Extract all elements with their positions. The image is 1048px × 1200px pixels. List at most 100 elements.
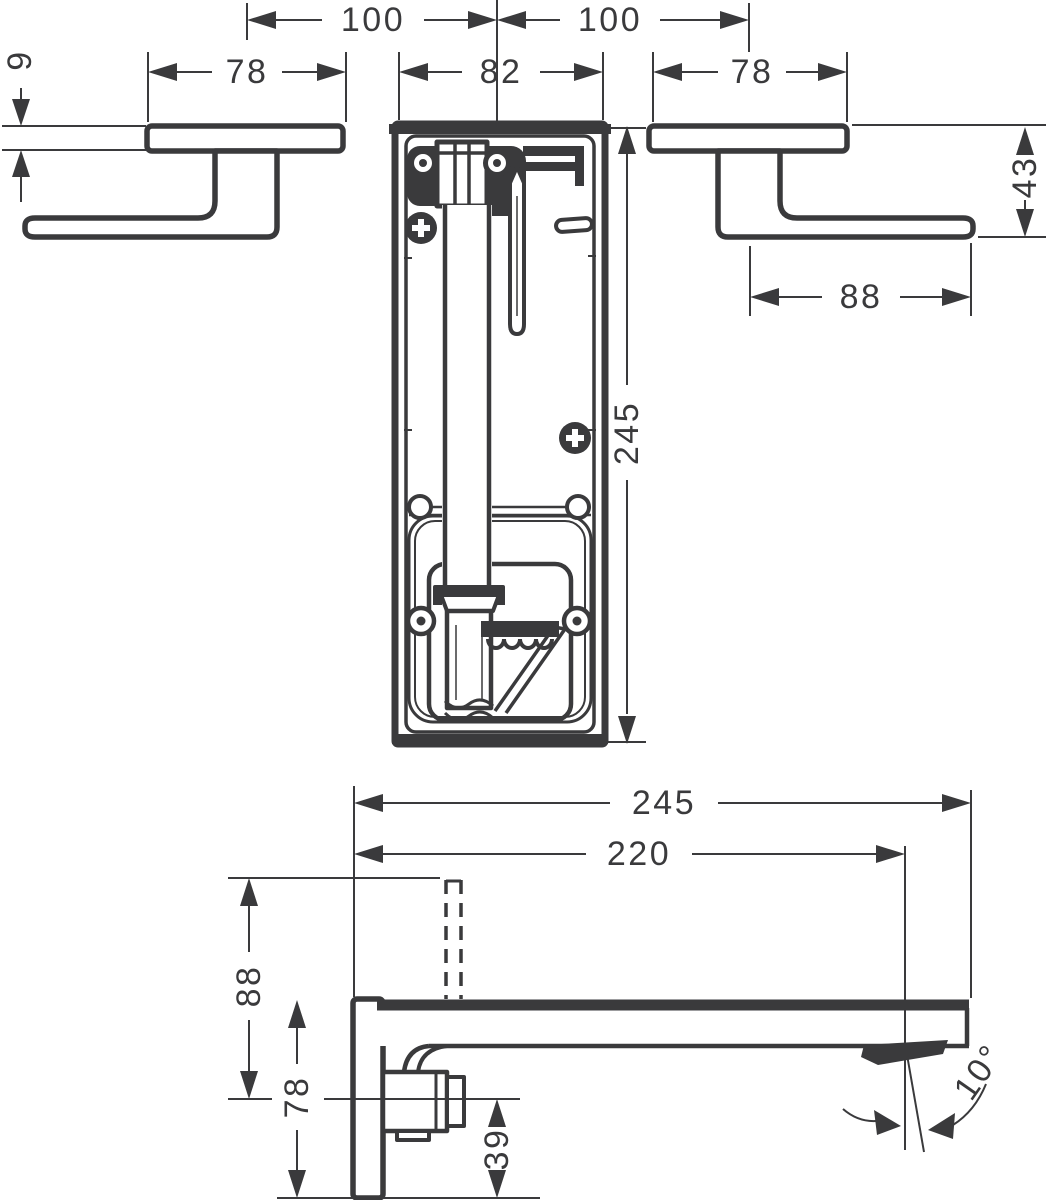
arrowhead — [876, 845, 905, 863]
bolt-center — [572, 616, 582, 626]
dim-label-outlet-offset: 39 — [478, 1128, 516, 1171]
dim-escutcheon-right-width: 78 — [653, 53, 847, 91]
dim-label-spout-projection: 220 — [607, 835, 671, 873]
dim-label-overall-projection: 245 — [632, 784, 696, 822]
drain-assembly — [433, 585, 567, 722]
arrowhead — [874, 1110, 901, 1135]
screw-hole-right — [493, 159, 501, 167]
guide-ring-left — [407, 494, 433, 520]
dim-overall-projection: 245 — [354, 784, 971, 822]
dim-upper-height: 88 — [230, 878, 268, 1099]
supply-channel — [442, 205, 492, 597]
left-escutcheon-and-handle — [22, 123, 346, 240]
arrowhead — [399, 63, 428, 81]
housing-connector — [445, 1075, 466, 1128]
arrowhead — [653, 63, 682, 81]
right-lever-handle — [715, 148, 976, 240]
arrowhead — [574, 63, 603, 81]
bolt-center — [416, 616, 426, 626]
arrowhead — [488, 1099, 506, 1127]
left-escutcheon-plate — [144, 123, 346, 154]
arrowhead — [240, 1071, 258, 1099]
screw-slot — [418, 219, 424, 237]
arrowhead — [497, 11, 526, 29]
body-inner-wall — [404, 134, 596, 734]
break-line — [443, 710, 495, 722]
bracket-bar — [523, 146, 583, 156]
dim-label-span-right: 100 — [578, 1, 642, 39]
side-view: 245 220 — [228, 784, 1011, 1200]
arrowhead — [288, 1170, 306, 1198]
outlet-bar — [481, 621, 559, 637]
right-escutcheon-plate — [646, 123, 850, 154]
channel-fill — [442, 205, 492, 597]
dim-label-handle-height: 43 — [1006, 156, 1044, 199]
screw-hole-left — [419, 159, 427, 167]
diagonal-strut — [493, 625, 567, 715]
extension-line — [749, 243, 972, 316]
extension-lines — [147, 0, 848, 122]
dim-label-body-height: 245 — [608, 401, 646, 465]
inner-frame — [426, 561, 574, 723]
dim-escutcheon-left-width: 78 — [148, 53, 346, 91]
flange-tab — [433, 593, 442, 605]
arrowhead — [1016, 209, 1034, 237]
angle-slant-line — [905, 1048, 925, 1153]
arrowhead — [468, 11, 497, 29]
dim-label-escutcheon-height: 78 — [278, 1076, 316, 1119]
arrowhead — [618, 716, 636, 744]
arrowhead — [148, 63, 177, 81]
drain-flange — [433, 585, 505, 595]
dim-handle-length: 88 — [749, 243, 972, 316]
pin-slot — [554, 216, 594, 234]
dim-outlet-offset: 39 — [478, 1099, 516, 1198]
underside-curve-outer — [401, 1043, 430, 1073]
wall-tick-marks — [404, 255, 596, 431]
bracket-post — [575, 146, 584, 186]
underside-curve-inner — [416, 1044, 448, 1073]
arrowhead — [720, 11, 749, 29]
reference-line — [852, 124, 1046, 238]
arrowhead — [317, 63, 346, 81]
dim-label-span-left: 100 — [341, 1, 405, 39]
arrowhead — [240, 878, 258, 906]
screw-slot — [572, 429, 578, 447]
dim-label-body-width: 82 — [480, 53, 523, 91]
dim-span-right: 100 — [497, 1, 749, 39]
body-mid-section — [405, 422, 593, 724]
arrowhead — [618, 126, 636, 154]
angle-arc — [842, 1108, 877, 1123]
dim-label-upper-height: 88 — [230, 965, 268, 1008]
drain-cup — [439, 593, 501, 613]
bracket-bar — [523, 162, 583, 171]
dim-body-width: 82 — [399, 53, 603, 91]
flange-tab — [496, 593, 505, 605]
left-lever-handle — [22, 148, 280, 240]
spout-fill — [380, 1008, 967, 1046]
arrowhead — [247, 11, 276, 29]
arrowhead — [354, 794, 383, 812]
dim-label-escutcheon-left: 78 — [226, 53, 269, 91]
dim-spout-projection: 220 — [354, 835, 905, 873]
tube-inner-lines — [455, 625, 483, 700]
arrowhead — [288, 1000, 306, 1028]
dim-escutcheon-height: 78 — [278, 1000, 316, 1198]
dim-escutcheon-thickness: 9 — [1, 49, 146, 202]
arrowhead — [942, 794, 971, 812]
dim-label-thickness: 9 — [1, 49, 39, 70]
housing-step — [395, 1129, 431, 1142]
dim-label-handle-length: 88 — [840, 278, 883, 316]
dim-body-height: 245 — [607, 126, 646, 744]
cartridge-mechanism — [405, 139, 594, 336]
arrowhead — [354, 845, 383, 863]
arrowhead — [488, 1170, 506, 1198]
dim-span-left: 100 — [247, 1, 497, 39]
arrowhead — [818, 63, 847, 81]
mixer-body — [389, 120, 611, 748]
channel-walls — [442, 205, 492, 586]
front-view: 100 100 78 82 78 — [1, 0, 1046, 748]
arrowhead — [1016, 127, 1034, 155]
arrowhead — [942, 288, 971, 306]
valve-housing — [380, 1069, 466, 1142]
